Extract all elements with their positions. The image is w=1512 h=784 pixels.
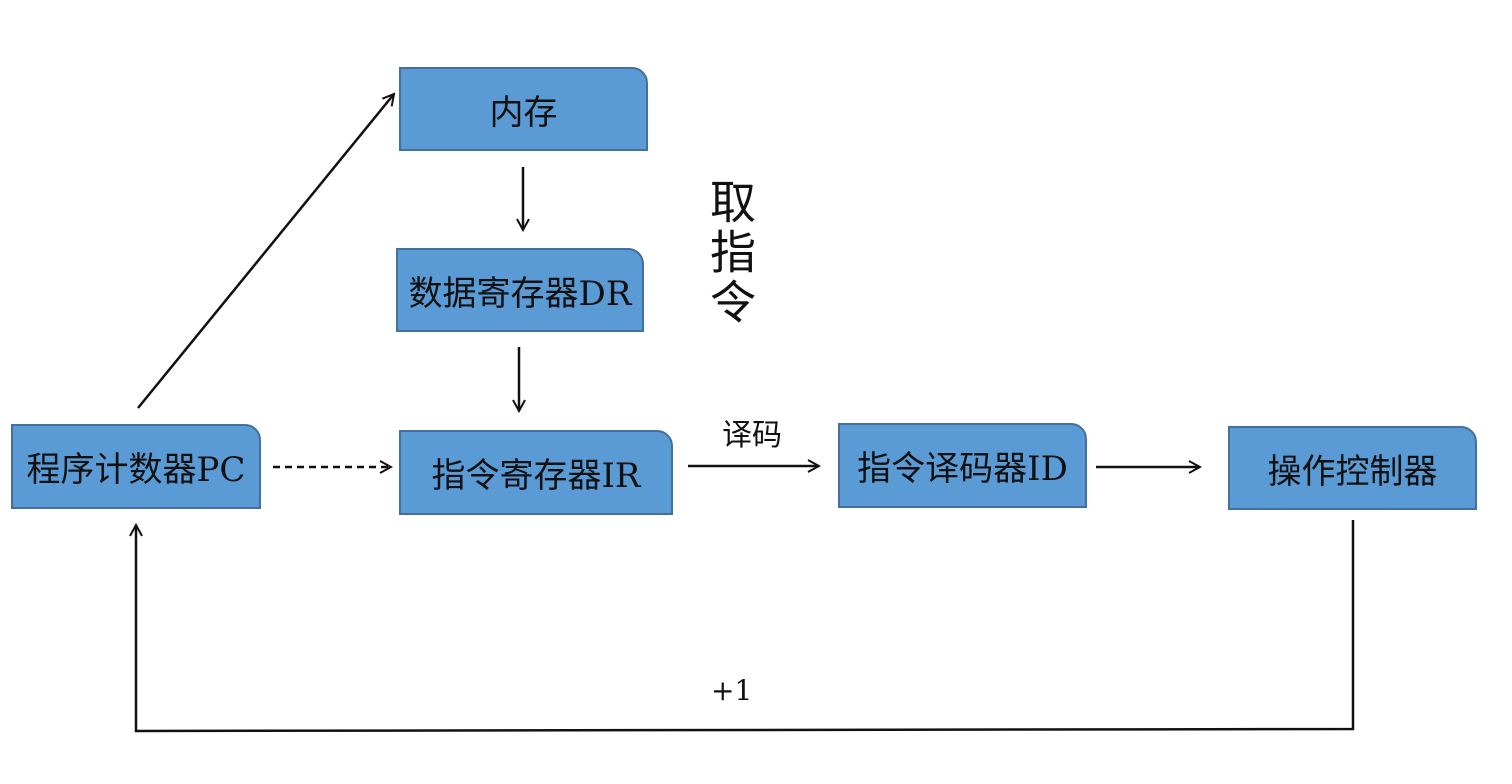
data-register-label: 数据寄存器DR — [408, 273, 632, 314]
arrow-controller-to-pc-feedback — [136, 520, 1355, 733]
decode-label: 译码 — [722, 418, 782, 453]
memory-label: 内存 — [489, 92, 558, 133]
program-counter-box: 程序计数器PC — [11, 424, 261, 509]
instruction-decoder-label: 指令译码器ID — [857, 449, 1068, 489]
memory-box: 内存 — [399, 67, 648, 151]
plus-one-label: +1 — [711, 674, 753, 707]
operation-controller-box: 操作控制器 — [1228, 426, 1477, 510]
instruction-register-box: 指令寄存器IR — [399, 430, 673, 515]
arrow-pc-to-memory — [137, 94, 394, 409]
instruction-decoder-box: 指令译码器ID — [838, 423, 1087, 508]
fetch-instruction-label: 取指令 — [703, 178, 757, 328]
instruction-register-label: 指令寄存器IR — [431, 456, 641, 496]
operation-controller-label: 操作控制器 — [1267, 451, 1438, 492]
data-register-box: 数据寄存器DR — [396, 248, 644, 332]
program-counter-label: 程序计数器PC — [26, 450, 246, 490]
